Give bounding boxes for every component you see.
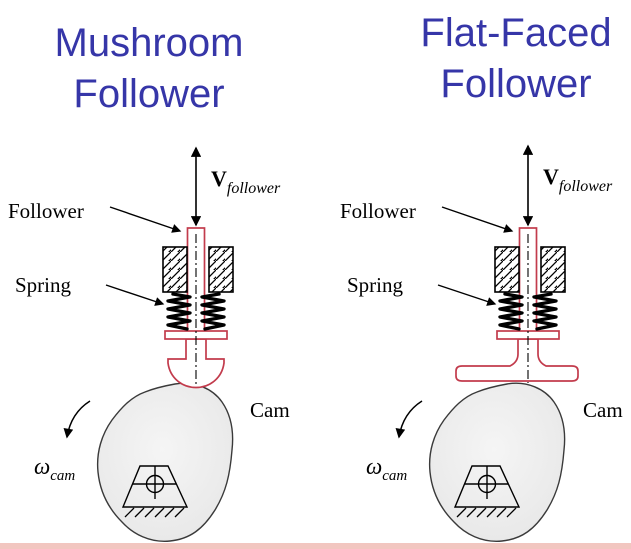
pivot-trapezoid <box>453 465 521 508</box>
velocity-label: Vfollower <box>211 166 281 197</box>
rotation-arrow <box>63 400 91 439</box>
spring-leader-arrow <box>437 284 497 306</box>
spring-right <box>532 292 558 331</box>
cam-pivot-symbol <box>453 465 521 518</box>
left-title-line1: Mushroom <box>54 21 244 65</box>
velocity-label: Vfollower <box>543 164 613 195</box>
cam-label: Cam <box>250 398 290 422</box>
guide-block-left <box>494 246 520 293</box>
spring-leader-arrow <box>105 284 165 306</box>
mushroom-follower-diagram: Vfollower Follower Spring Cam ωcam <box>8 146 290 542</box>
spring-label: Spring <box>347 273 404 297</box>
guide-block-left <box>162 246 188 293</box>
cam-pivot-symbol <box>121 465 189 518</box>
follower-label: Follower <box>8 199 84 223</box>
mushroom-head <box>167 338 225 389</box>
guide-block-right <box>208 246 234 293</box>
follower-leader-arrow <box>441 206 514 233</box>
right-title-line2: Follower <box>440 62 592 106</box>
flat-faced-follower-diagram: Vfollower Follower Spring Cam ωcam <box>340 144 623 542</box>
omega-label: ωcam <box>366 454 407 484</box>
spring-label: Spring <box>15 273 72 297</box>
footer-accent-bar <box>0 543 631 549</box>
rotation-arrow <box>395 400 423 439</box>
ground-hatching <box>124 507 185 518</box>
guide-block-right <box>540 246 566 293</box>
ground-hatching <box>456 507 517 518</box>
left-title-line2: Follower <box>73 72 225 116</box>
spring-left <box>166 292 192 331</box>
cam-body <box>428 382 566 542</box>
cam-label: Cam <box>583 398 623 422</box>
flat-face-plate <box>455 338 579 382</box>
spring-right <box>200 292 226 331</box>
pivot-trapezoid <box>121 465 189 508</box>
omega-label: ωcam <box>34 454 75 484</box>
left-diagram-title: Mushroom Follower <box>16 18 282 120</box>
follower-leader-arrow <box>109 206 182 233</box>
right-title-line1: Flat-Faced <box>420 11 612 55</box>
spring-left <box>498 292 524 331</box>
right-diagram-title: Flat-Faced Follower <box>383 8 631 110</box>
follower-label: Follower <box>340 199 416 223</box>
cam-body <box>96 382 234 542</box>
